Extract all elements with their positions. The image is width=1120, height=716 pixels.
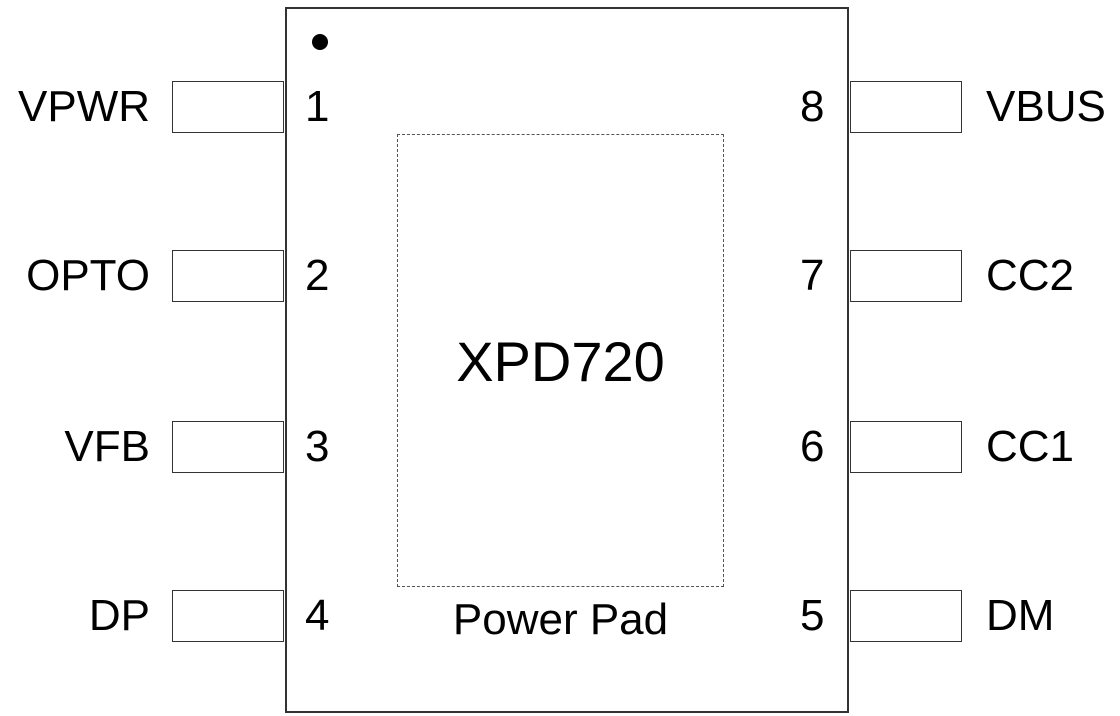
chip-name: XPD720 [456,330,665,393]
pin-2-lead [172,250,284,302]
pin-1-number: 1 [305,82,330,131]
pin-5-lead [850,590,962,642]
pin-3-lead [172,421,284,473]
pin-8-name: VBUS [986,82,1106,131]
pin-5-number: 5 [800,591,825,640]
pin-8-number: 8 [800,82,825,131]
pin-4-lead [172,590,284,642]
pin-6-name: CC1 [986,422,1075,471]
pin-3-number: 3 [305,422,330,471]
pin1-indicator-dot [312,34,328,50]
pin-4-number: 4 [305,591,330,640]
pin-4-name: DP [88,591,150,640]
pin-3-name: VFB [64,422,150,471]
pin-8-lead [850,81,962,133]
pin-6-lead [850,421,962,473]
pin-6-number: 6 [800,422,825,471]
pin-1-name: VPWR [18,82,150,131]
pin-1-lead [172,81,284,133]
chip-package [285,7,849,713]
pin-2-name: OPTO [26,251,150,300]
power-pad-outline [397,134,724,587]
pin-2-number: 2 [305,251,330,300]
pin-7-lead [850,250,962,302]
pin-7-name: CC2 [986,251,1075,300]
pin-7-number: 7 [800,251,825,300]
power-pad-label: Power Pad [452,595,669,644]
pin-5-name: DM [986,591,1055,640]
